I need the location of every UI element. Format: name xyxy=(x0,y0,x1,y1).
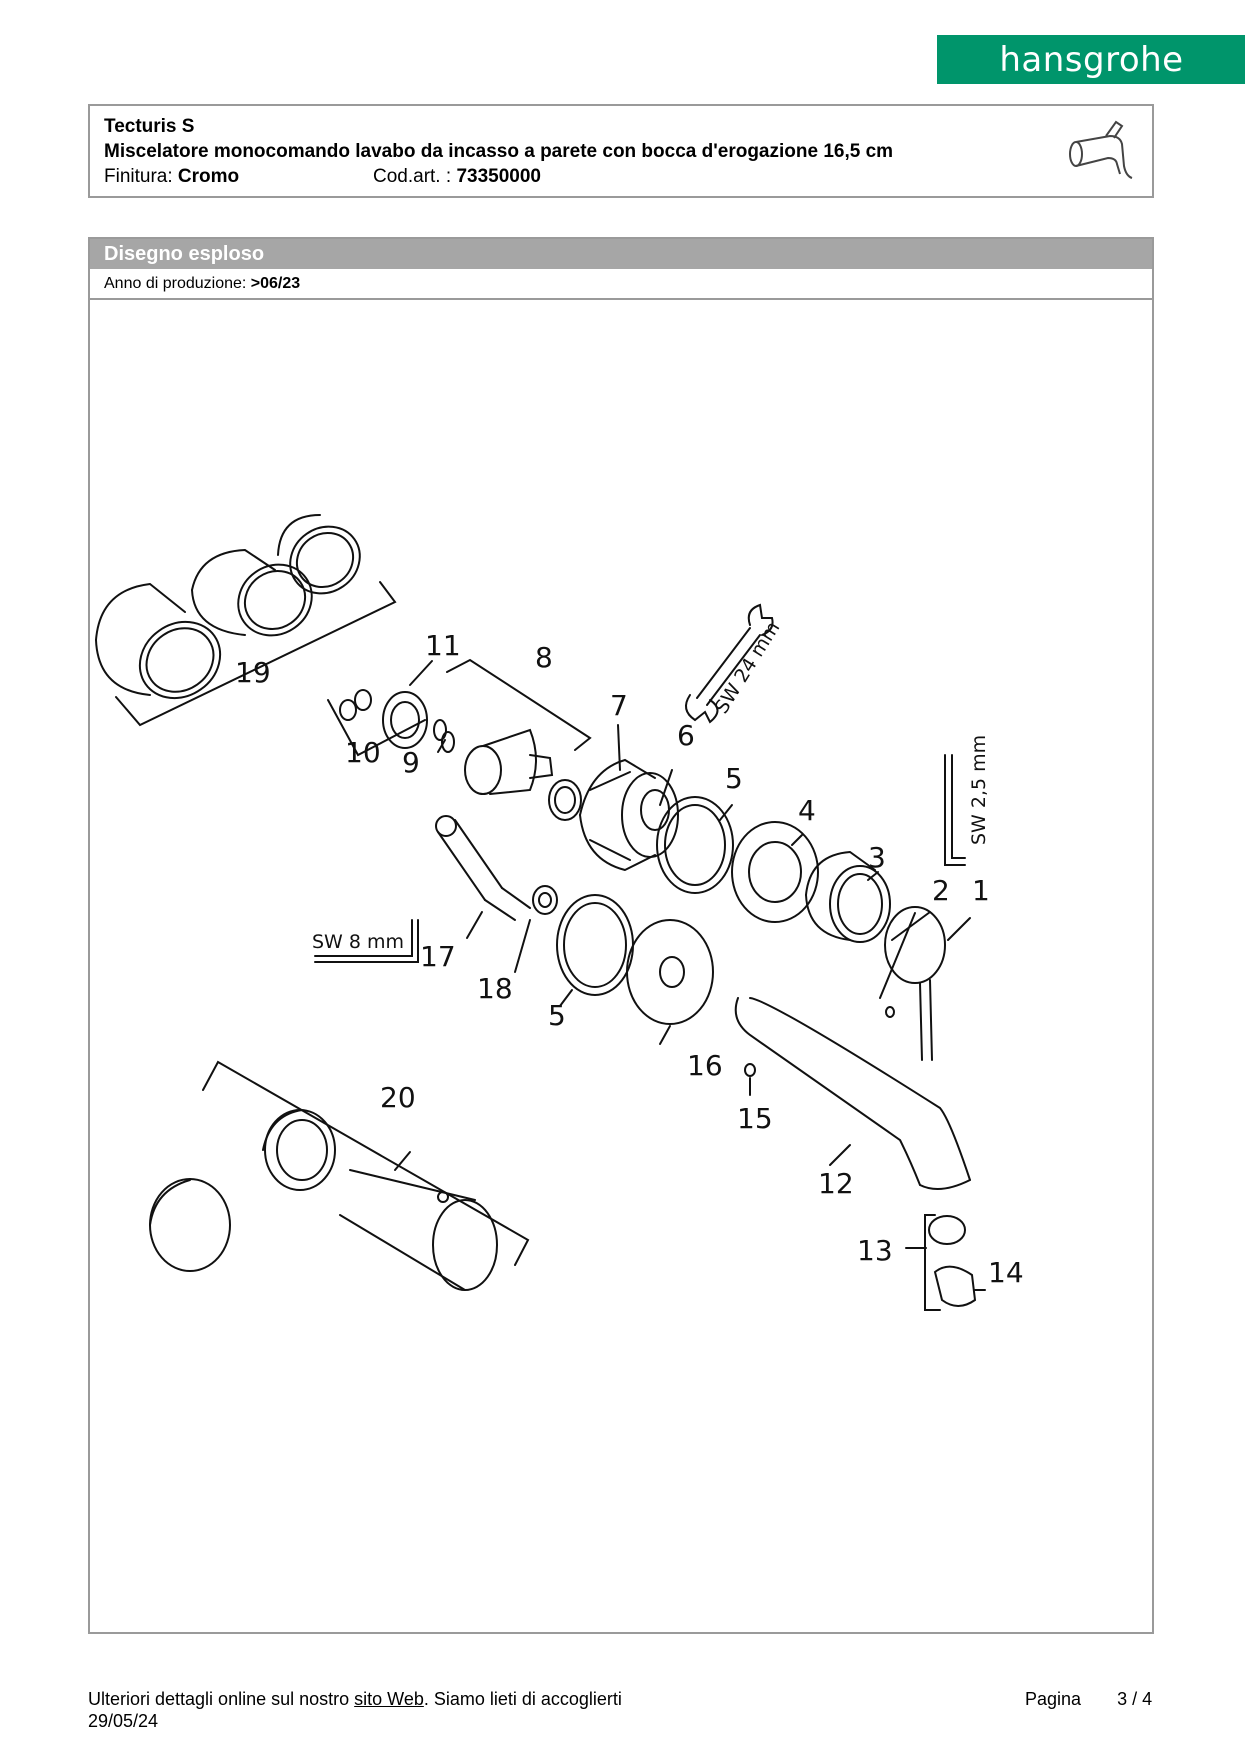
part-label-9: 9 xyxy=(402,746,420,779)
part-17-spindle xyxy=(435,815,531,921)
part-1-2-handle xyxy=(884,906,946,1061)
part-15-screw xyxy=(744,1063,756,1077)
part-7-6-housing xyxy=(579,758,679,872)
code-label: Cod.art. : xyxy=(373,166,452,187)
production-value: >06/23 xyxy=(250,275,301,292)
part-label-17: 17 xyxy=(420,940,456,973)
footer-note: Ulteriori dettagli online sul nostro sit… xyxy=(88,1688,622,1732)
page-label: Pagina xyxy=(1025,1689,1082,1709)
part-label-10: 10 xyxy=(345,736,381,769)
footer-text-after: . Siamo lieti di accoglierti xyxy=(423,1689,622,1709)
page-number: 3 / 4 xyxy=(1117,1689,1153,1709)
product-name: Tecturis S xyxy=(104,116,195,137)
part-label-15: 15 xyxy=(737,1102,773,1135)
part-4-rosette xyxy=(731,821,819,923)
finish-label: Finitura: xyxy=(104,166,173,187)
part-label-8: 8 xyxy=(535,641,553,674)
hexkey-small-icon xyxy=(944,754,966,866)
part-label-1: 1 xyxy=(972,874,990,907)
product-header: Tecturis S Miscelatore monocomando lavab… xyxy=(88,104,1154,198)
website-link[interactable]: sito Web xyxy=(354,1689,424,1709)
finish-value: Cromo xyxy=(177,166,240,187)
part-label-18: 18 xyxy=(477,972,513,1005)
hexkey-large-icon xyxy=(314,919,413,957)
part-label-5a: 5 xyxy=(725,762,743,795)
part-label-7: 7 xyxy=(610,689,628,722)
brand-logo: hansgrohe xyxy=(937,35,1245,84)
part-16-rosette xyxy=(626,919,714,1025)
part-label-13: 13 xyxy=(857,1234,893,1267)
part-label-14: 14 xyxy=(988,1256,1024,1289)
product-finish: Finitura: Cromo xyxy=(104,166,239,188)
code-value: 73350000 xyxy=(456,166,541,187)
faucet-thumbnail-icon xyxy=(1069,120,1133,179)
tool-label-sw8: SW 8 mm xyxy=(312,931,404,953)
part-label-4: 4 xyxy=(798,794,816,827)
part-label-3: 3 xyxy=(868,841,886,874)
part-10-11-seals xyxy=(327,689,455,757)
part-label-5b: 5 xyxy=(548,999,566,1032)
part-label-16: 16 xyxy=(687,1049,723,1082)
part-label-2: 2 xyxy=(932,874,950,907)
part-20-installation-kit xyxy=(149,1060,530,1291)
part-12-spout xyxy=(734,997,971,1190)
part-8-cartridge xyxy=(446,658,592,821)
part-19-sleeves xyxy=(95,514,397,727)
production-label: Anno di produzione: xyxy=(104,275,247,292)
part-18-nut xyxy=(532,885,558,915)
section-title: Disegno esploso xyxy=(90,239,1152,269)
production-year: Anno di produzione: >06/23 xyxy=(90,269,1152,300)
part-3-sleeve xyxy=(805,850,891,943)
part-label-20: 20 xyxy=(380,1081,416,1114)
part-label-12: 12 xyxy=(818,1167,854,1200)
product-code: Cod.art. : 73350000 xyxy=(373,166,541,188)
exploded-drawing: 1 2 3 4 5 5 6 7 8 9 10 11 12 13 14 15 16… xyxy=(95,514,1024,1311)
part-5-washer xyxy=(656,796,734,894)
part-label-19: 19 xyxy=(235,656,271,689)
part-label-11: 11 xyxy=(425,629,461,662)
wrench-icon xyxy=(685,603,774,724)
product-description: Miscelatore monocomando lavabo da incass… xyxy=(104,141,894,162)
tool-label-sw25: SW 2,5 mm xyxy=(968,735,990,845)
part-13-14-aerator xyxy=(924,1214,977,1311)
part-5-washer-lower xyxy=(556,894,634,996)
exploded-view-section: Disegno esploso Anno di produzione: >06/… xyxy=(88,237,1154,1634)
footer-date: 29/05/24 xyxy=(88,1711,159,1731)
page-indicator: Pagina 3 / 4 xyxy=(1025,1688,1152,1710)
footer-text-before: Ulteriori dettagli online sul nostro xyxy=(88,1689,355,1709)
part-label-6: 6 xyxy=(677,719,695,752)
